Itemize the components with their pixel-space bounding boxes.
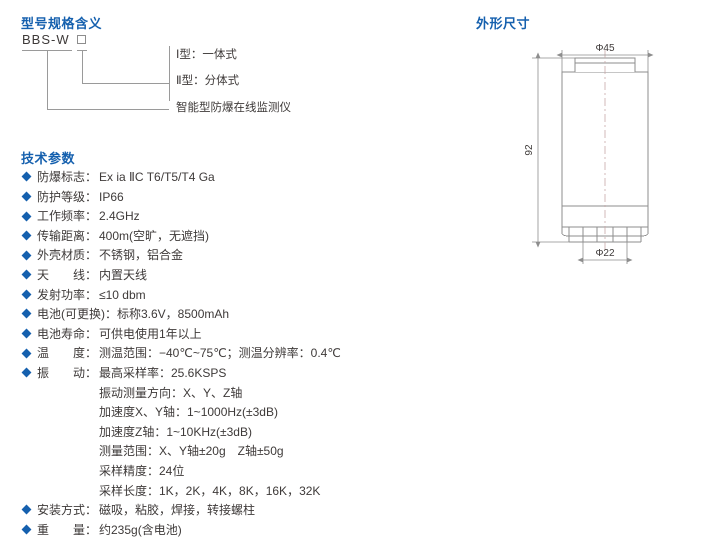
diamond-bullet-icon (21, 269, 32, 280)
model-section-heading: 型号规格含义 (21, 16, 103, 31)
spec-label: 工作频率： (37, 209, 98, 224)
type-i-label: Ⅰ型：一体式 (176, 49, 237, 61)
spec-row: 电池(可更换)：标称3.6V，8500mAh (21, 305, 443, 325)
variant-leader-horizontal (82, 83, 169, 84)
spec-subrow: 加速度Z轴：1~10KHz(±3dB) (23, 423, 443, 443)
spec-row: 振 动：最高采样率：25.6KSPS (21, 364, 443, 384)
product-name-label: 智能型防爆在线监测仪 (176, 102, 291, 114)
product-dimension-drawing: Φ45 92 Φ22 (470, 30, 705, 270)
diamond-bullet-icon (21, 211, 32, 221)
type-ii-label: Ⅱ型：分体式 (176, 75, 240, 87)
spec-subrow: 测量范围：X、Y轴±20g Z轴±50g (23, 442, 443, 462)
diamond-bullet-icon (21, 230, 32, 241)
diamond-bullet-icon (21, 504, 32, 515)
spec-value: 采样精度：24位 (99, 463, 185, 478)
spec-value: 约235g(含电池) (99, 522, 182, 537)
spec-subrow: 振动测量方向：X、Y、Z轴 (23, 384, 443, 404)
spec-label: 发射功率： (37, 287, 98, 302)
thread-segment-lines (568, 227, 642, 242)
spec-row: 温 度：测温范围：−40℃~75℃；测温分辨率：0.4℃ (21, 344, 443, 364)
spec-label: 防爆标志： (37, 170, 98, 184)
product-leader-vertical (47, 50, 48, 109)
model-code-diagram: BBS-W Ⅰ型：一体式 Ⅱ型：分体式 智能型防爆在线监测仪 (21, 32, 351, 122)
spec-value: 测温范围：−40℃~75℃；测温分辨率：0.4℃ (99, 346, 341, 361)
spec-label: 防护等级： (37, 189, 98, 204)
spec-value: 标称3.6V，8500mAh (117, 307, 230, 322)
spec-label: 温 度： (37, 346, 98, 361)
spec-row: 电池寿命：可供电使用1年以上 (21, 325, 443, 345)
dim-bottom-diameter-label: Φ22 (595, 248, 615, 259)
model-variant-box (77, 35, 86, 44)
diamond-bullet-icon (21, 171, 32, 182)
spec-row: 工作频率：2.4GHz (21, 207, 443, 227)
spec-label: 外壳材质： (37, 248, 98, 263)
spec-row: 传输距离：400m(空旷，无遮挡) (21, 227, 443, 247)
spec-label: 振 动： (37, 365, 98, 380)
spec-subrow: 采样精度：24位 (23, 462, 443, 482)
spec-value: 加速度Z轴：1~10KHz(±3dB) (99, 424, 252, 439)
spec-label: 电池寿命： (37, 326, 98, 341)
spec-row: 发射功率：≤10 dbm (21, 286, 443, 306)
spec-label: 重 量： (37, 522, 98, 537)
dim-height-label: 92 (524, 144, 535, 156)
spec-label: 安装方式： (37, 503, 98, 518)
diamond-bullet-icon (21, 367, 32, 378)
diamond-bullet-icon (21, 191, 32, 202)
dim-top-diameter-label: Φ45 (595, 43, 615, 54)
spec-label: 电池(可更换)： (37, 307, 117, 322)
spec-value: 振动测量方向：X、Y、Z轴 (99, 385, 243, 400)
spec-row: 防护等级：IP66 (21, 188, 443, 208)
diamond-bullet-icon (21, 250, 32, 261)
dimension-section-heading: 外形尺寸 (476, 16, 531, 31)
spec-subrow: 采样长度：1K，2K，4K，8K，16K，32K (23, 482, 443, 502)
base-fillets (561, 227, 649, 237)
spec-value: 最高采样率：25.6KSPS (99, 365, 227, 380)
spec-row: 外壳材质：不锈钢，铝合金 (21, 246, 443, 266)
diamond-bullet-icon (21, 524, 32, 535)
product-leader-horizontal (47, 109, 169, 110)
spec-subrow: 加速度X、Y轴：1~1000Hz(±3dB) (23, 403, 443, 423)
type-bracket (169, 46, 170, 101)
spec-label: 天 线： (37, 267, 98, 282)
spec-value: ≤10 dbm (99, 287, 146, 302)
spec-row: 防爆标志：Ex ia ⅡC T6/T5/T4 Ga (21, 168, 443, 188)
spec-value: 加速度X、Y轴：1~1000Hz(±3dB) (99, 405, 278, 420)
spec-value: 磁吸，粘胶，焊接，转接螺柱 (99, 503, 256, 518)
diamond-bullet-icon (21, 309, 32, 319)
spec-value: 400m(空旷，无遮挡) (99, 228, 210, 243)
spec-value: 2.4GHz (99, 209, 140, 224)
spec-value: 不锈钢，铝合金 (99, 248, 184, 263)
spec-section-heading: 技术参数 (21, 151, 76, 166)
model-code-text: BBS-W (22, 32, 70, 47)
spec-row: 重 量：约235g(含电池) (21, 521, 443, 540)
spec-label: 传输距离： (37, 228, 98, 243)
diamond-bullet-icon (21, 328, 32, 339)
spec-row: 天 线：内置天线 (21, 266, 443, 286)
diamond-bullet-icon (21, 289, 32, 300)
spec-value: 测量范围：X、Y轴±20g Z轴±50g (99, 444, 284, 459)
spec-value: IP66 (99, 189, 124, 204)
variant-leader-vertical (82, 50, 83, 83)
spec-value: Ex ia ⅡC T6/T5/T4 Ga (99, 170, 215, 184)
spec-row: 安装方式：磁吸，粘胶，焊接，转接螺柱 (21, 501, 443, 521)
spec-value: 可供电使用1年以上 (99, 326, 202, 341)
spec-value: 内置天线 (99, 267, 148, 282)
diamond-bullet-icon (21, 348, 32, 359)
